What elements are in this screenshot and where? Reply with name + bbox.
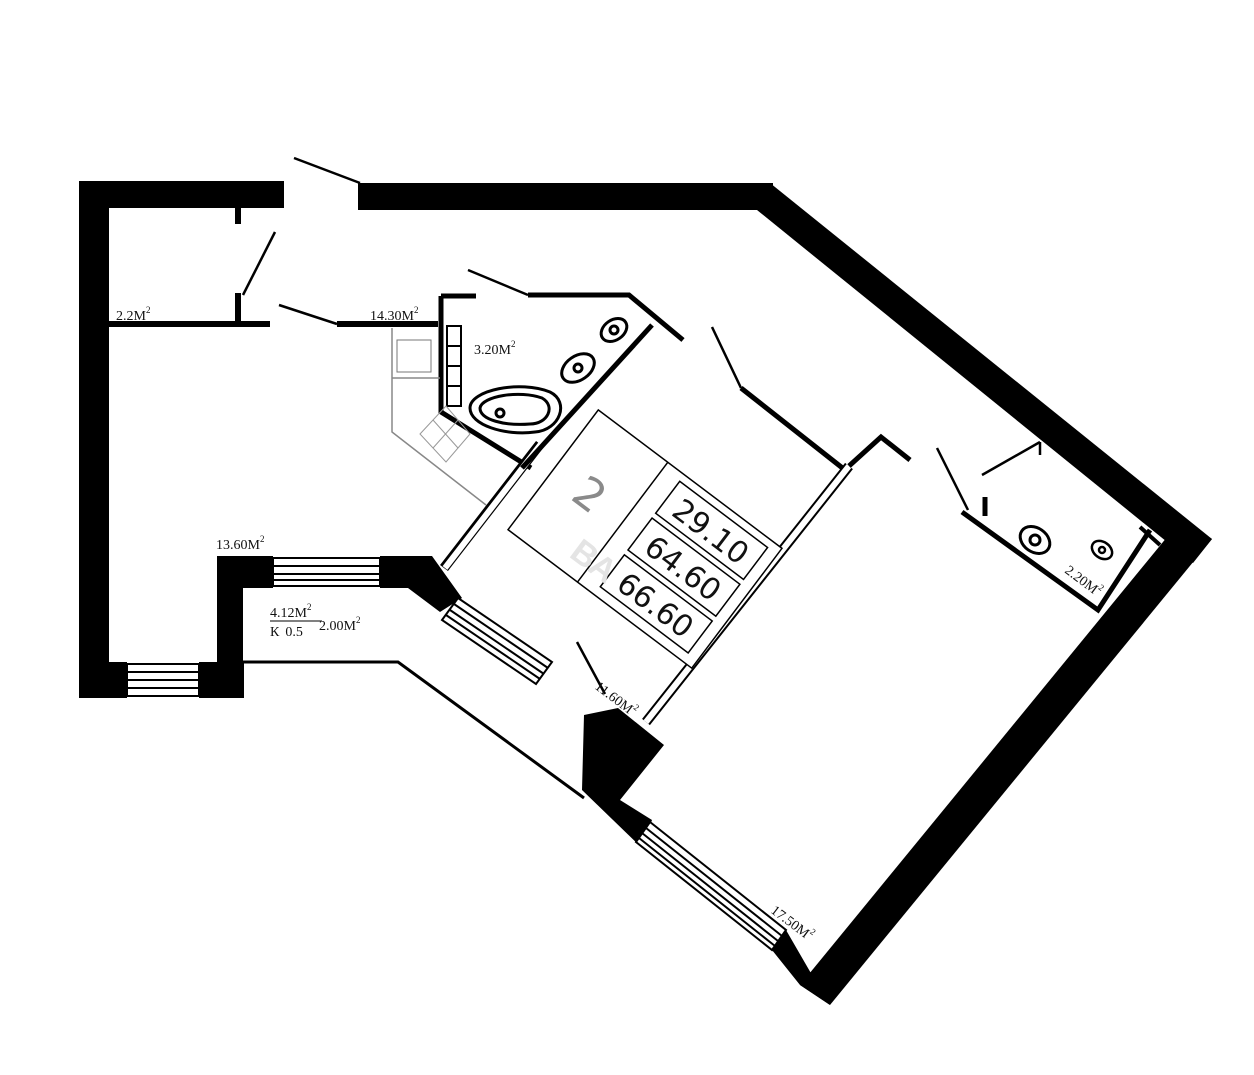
area-badge: 2 29.10 64.60 66.60 [506, 408, 784, 670]
doors [241, 156, 1042, 695]
loggia-outline [243, 660, 585, 800]
toilet-icon [599, 317, 629, 343]
window-loggia-top [272, 557, 381, 587]
bath-cabinet-icon [446, 325, 462, 407]
window-kitchen [126, 663, 200, 697]
bathtub-icon [468, 385, 563, 435]
svg-text:4.12М2: 4.12М2 [270, 602, 311, 621]
wc-toilet-icon [1018, 525, 1052, 555]
tile-pattern [419, 405, 471, 463]
window-bedroom [634, 820, 788, 952]
svg-text:13.60М2: 13.60М2 [216, 534, 264, 553]
outer-walls [79, 181, 1212, 1005]
label-wc: 2.20М2 [1062, 560, 1107, 600]
kitchen-counter [391, 328, 487, 506]
washing-machine-icon [396, 339, 432, 373]
svg-text:2.2М2: 2.2М2 [116, 305, 150, 324]
svg-text:14.30М2: 14.30М2 [370, 305, 418, 324]
washbasin-icon [560, 352, 596, 384]
window-loggia-diagonal [440, 596, 554, 686]
label-bathroom: 3.20М2 [474, 339, 515, 358]
svg-text:К0.5: К0.5 [270, 625, 303, 640]
svg-text:2.20М2: 2.20М2 [1062, 560, 1107, 600]
wc-sink-icon [1090, 539, 1114, 561]
label-kitchen: 13.60М2 [216, 534, 264, 553]
svg-text:2.00М2: 2.00М2 [319, 615, 360, 634]
wall-bedroom-corner [772, 930, 830, 1005]
label-storage: 2.2М2 [116, 305, 150, 324]
svg-text:3.20М2: 3.20М2 [474, 339, 515, 358]
loggia-walls [217, 556, 664, 848]
label-hall: 14.30М2 [370, 305, 418, 324]
